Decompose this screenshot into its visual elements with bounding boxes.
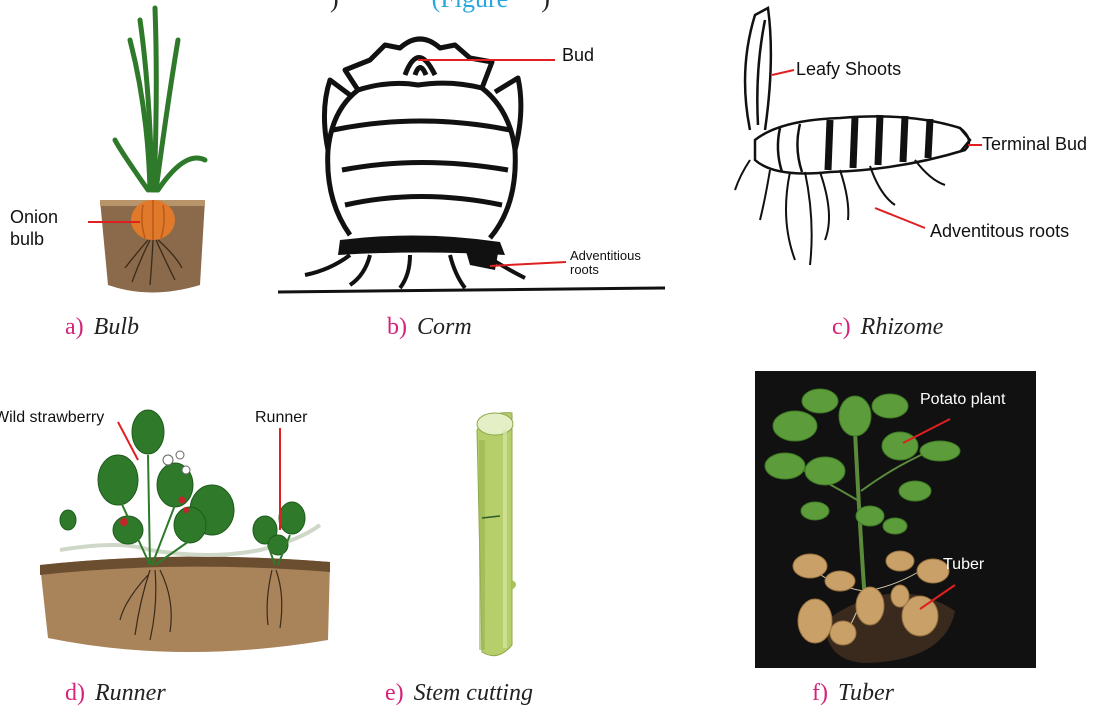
panel-corm: Bud Adventitious roots bbox=[270, 0, 690, 300]
onion-bulb-label-line1: Onion bbox=[10, 208, 58, 227]
corm-roots-label-line2: roots bbox=[570, 263, 599, 277]
strawberry-leaves bbox=[60, 410, 305, 555]
caption-letter: f) bbox=[812, 680, 828, 706]
corm-roots-label-line1: Adventitious bbox=[570, 249, 641, 263]
corm-ground-line bbox=[278, 288, 665, 292]
leafy-shoots-label: Leafy Shoots bbox=[796, 60, 901, 79]
potato-leaves bbox=[765, 389, 960, 534]
caption-name: Tuber bbox=[838, 680, 894, 706]
tuber-label: Tuber bbox=[943, 557, 984, 574]
leafy-shoots-leader-line bbox=[772, 70, 794, 75]
panel-bulb: Onion bulb bbox=[0, 0, 260, 300]
caption-runner: d) Runner bbox=[65, 680, 166, 707]
caption-letter: d) bbox=[65, 680, 85, 706]
bulb-illustration bbox=[0, 0, 260, 300]
caption-bulb: a) Bulb bbox=[65, 314, 139, 341]
corm-outline bbox=[324, 39, 520, 238]
caption-corm: b) Corm bbox=[387, 314, 472, 341]
rhizome-roots-leader-line bbox=[875, 208, 925, 228]
caption-name: Runner bbox=[95, 680, 166, 706]
stem-cut-end bbox=[477, 413, 513, 435]
caption-letter: b) bbox=[387, 314, 407, 340]
caption-rhizome: c) Rhizome bbox=[832, 314, 943, 341]
rhizome-roots bbox=[735, 160, 945, 265]
caption-name: Corm bbox=[417, 314, 472, 340]
onion-bulb-label-line2: bulb bbox=[10, 230, 44, 249]
tuber-illustration bbox=[755, 371, 1036, 668]
caption-letter: e) bbox=[385, 680, 404, 706]
caption-stem-cutting: e) Stem cutting bbox=[385, 680, 533, 707]
onion-leaves bbox=[115, 8, 205, 190]
runner-illustration bbox=[0, 400, 345, 670]
caption-name: Stem cutting bbox=[414, 680, 533, 706]
panel-stem-cutting bbox=[460, 400, 560, 670]
caption-name: Rhizome bbox=[861, 314, 944, 340]
terminal-bud-label: Terminal Bud bbox=[982, 135, 1087, 154]
panel-tuber: Potato plant Tuber bbox=[755, 371, 1036, 668]
caption-letter: c) bbox=[832, 314, 851, 340]
potato-plant-label: Potato plant bbox=[920, 392, 1005, 409]
rhizome-roots-label: Adventitous roots bbox=[930, 222, 1069, 241]
panel-runner: Wild strawberry Runner bbox=[0, 400, 345, 670]
caption-letter: a) bbox=[65, 314, 84, 340]
panel-rhizome: Leafy Shoots Terminal Bud Adventitous ro… bbox=[720, 0, 1107, 300]
stem-cutting-illustration bbox=[460, 400, 560, 670]
wild-strawberry-label: Wild strawberry bbox=[0, 410, 104, 427]
caption-name: Bulb bbox=[94, 314, 139, 340]
bud-label: Bud bbox=[562, 46, 594, 65]
rhizome-outline bbox=[745, 8, 970, 174]
potato-plant-leader-line bbox=[903, 419, 950, 443]
caption-tuber: f) Tuber bbox=[812, 680, 894, 707]
runner-label: Runner bbox=[255, 410, 307, 427]
